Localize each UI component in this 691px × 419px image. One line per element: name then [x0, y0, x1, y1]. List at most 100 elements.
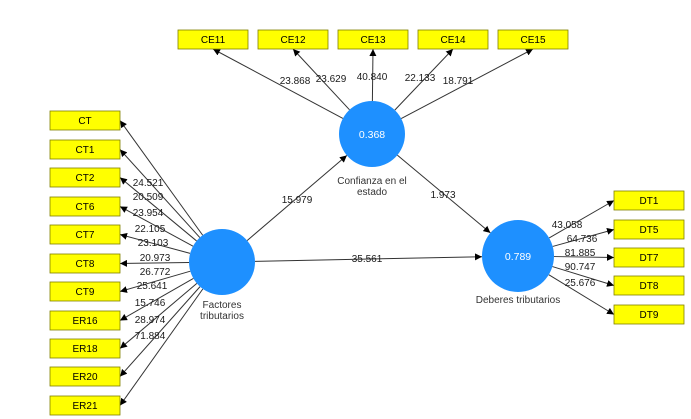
indicator-er18[interactable]: ER18 — [49, 338, 121, 359]
indicator-label: CT2 — [76, 173, 95, 184]
indicator-box[interactable] — [49, 167, 121, 188]
latent-variable-label: Deberes tributarios — [476, 295, 560, 306]
loading-coefficient-ce11: 23.868 — [280, 76, 311, 87]
latent-variable-circle[interactable] — [189, 229, 255, 295]
loading-coefficient-ct2: 23.954 — [133, 208, 164, 219]
loading-coefficient-er18: 15.746 — [135, 298, 166, 309]
indicator-er16[interactable]: ER16 — [49, 310, 121, 331]
latent-variable-deb[interactable]: 0.789 — [482, 220, 554, 292]
indicator-box[interactable] — [49, 310, 121, 331]
indicator-label: CE12 — [280, 35, 305, 46]
loading-arrow-er18 — [119, 282, 198, 349]
indicator-ce11[interactable]: CE11 — [177, 29, 249, 50]
loading-arrow-dt8 — [552, 266, 615, 287]
indicator-label: ER16 — [72, 316, 97, 327]
indicator-box[interactable] — [49, 395, 121, 416]
loading-coefficient-er20: 28.974 — [135, 315, 166, 326]
indicator-ce12[interactable]: CE12 — [257, 29, 329, 50]
indicator-dt7[interactable]: DT7 — [613, 247, 685, 268]
indicator-box[interactable] — [613, 190, 685, 211]
loading-coefficient-dt5: 64.736 — [567, 234, 598, 245]
indicator-dt9[interactable]: DT9 — [613, 304, 685, 325]
indicator-box[interactable] — [337, 29, 409, 50]
loading-arrow-dt1 — [548, 200, 615, 239]
loading-arrow-ct9 — [119, 270, 191, 293]
indicator-label: CT — [78, 116, 91, 127]
indicator-label: DT8 — [640, 281, 659, 292]
indicator-label: CT8 — [76, 259, 95, 270]
loading-arrow-ce14 — [394, 48, 454, 111]
latent-variable-label: Factores — [203, 300, 242, 311]
indicator-label: CT6 — [76, 202, 95, 213]
indicator-box[interactable] — [49, 338, 121, 359]
indicator-er20[interactable]: ER20 — [49, 366, 121, 387]
indicator-box[interactable] — [49, 139, 121, 160]
indicator-ct6[interactable]: CT6 — [49, 196, 121, 217]
loading-arrow-ct6 — [119, 206, 194, 247]
latent-variable-con[interactable]: 0.368 — [339, 101, 405, 167]
loading-arrow-er21 — [119, 288, 204, 406]
loading-coefficient-er16: 25.641 — [137, 281, 168, 292]
indicator-ce14[interactable]: CE14 — [417, 29, 489, 50]
loading-coefficient-ct7: 23.103 — [138, 238, 169, 249]
loading-coefficient-dt1: 43.058 — [552, 220, 583, 231]
loading-coefficient-ce13: 40.840 — [357, 72, 388, 83]
indicator-box[interactable] — [257, 29, 329, 50]
indicator-ct9[interactable]: CT9 — [49, 281, 121, 302]
indicator-dt8[interactable]: DT8 — [613, 275, 685, 296]
indicator-box[interactable] — [417, 29, 489, 50]
indicator-box[interactable] — [177, 29, 249, 50]
path-coefficient-fac-con: 15.979 — [282, 195, 313, 206]
latent-variable-label: estado — [357, 187, 387, 198]
loading-coefficient-ct8: 20.973 — [140, 253, 171, 264]
indicator-label: DT1 — [640, 196, 659, 207]
loading-arrow-er16 — [119, 277, 194, 321]
indicator-box[interactable] — [49, 366, 121, 387]
indicator-ct8[interactable]: CT8 — [49, 253, 121, 274]
indicator-box[interactable] — [613, 275, 685, 296]
indicator-label: ER20 — [72, 372, 97, 383]
indicator-ce13[interactable]: CE13 — [337, 29, 409, 50]
loading-arrow-ct8 — [119, 259, 190, 267]
r-squared-value: 0.368 — [359, 129, 385, 141]
indicator-dt1[interactable]: DT1 — [613, 190, 685, 211]
latent-variable-circle[interactable] — [482, 220, 554, 292]
indicator-er21[interactable]: ER21 — [49, 395, 121, 416]
loading-arrow-ce13 — [369, 48, 377, 102]
latent-variable-fac[interactable] — [189, 229, 255, 295]
indicator-box[interactable] — [49, 196, 121, 217]
indicator-box[interactable] — [613, 304, 685, 325]
path-arrow-fac-deb — [254, 253, 483, 262]
latent-variable-circle[interactable] — [339, 101, 405, 167]
r-squared-value: 0.789 — [505, 251, 531, 263]
loading-coefficient-dt9: 25.676 — [565, 278, 596, 289]
indicator-ct2[interactable]: CT2 — [49, 167, 121, 188]
latent-variable-label: Confianza en el — [337, 176, 407, 187]
indicator-label: DT7 — [640, 253, 659, 264]
loading-arrow-ct7 — [119, 232, 191, 254]
indicator-label: CT9 — [76, 287, 95, 298]
loading-arrow-ce15 — [400, 48, 534, 120]
indicator-box[interactable] — [49, 253, 121, 274]
indicator-label: DT5 — [640, 225, 659, 236]
indicator-ce15[interactable]: CE15 — [497, 29, 569, 50]
loading-coefficient-er21: 71.884 — [135, 331, 166, 342]
indicator-dt5[interactable]: DT5 — [613, 219, 685, 240]
indicator-label: DT9 — [640, 310, 659, 321]
loading-coefficient-ce12: 23.629 — [316, 74, 347, 85]
indicator-box[interactable] — [49, 110, 121, 131]
loading-coefficient-ce14: 22.133 — [405, 73, 436, 84]
latent-variable-label: tributarios — [200, 311, 244, 322]
indicator-box[interactable] — [613, 219, 685, 240]
loading-arrow-ce12 — [292, 48, 350, 111]
indicator-label: CT1 — [76, 145, 95, 156]
indicator-ct1[interactable]: CT1 — [49, 139, 121, 160]
indicator-box[interactable] — [613, 247, 685, 268]
indicator-ct[interactable]: CT — [49, 110, 121, 131]
indicator-box[interactable] — [49, 224, 121, 245]
indicator-box[interactable] — [49, 281, 121, 302]
indicator-ct7[interactable]: CT7 — [49, 224, 121, 245]
indicator-box[interactable] — [497, 29, 569, 50]
path-arrow-con-deb — [397, 154, 491, 234]
indicator-label: ER21 — [72, 401, 97, 412]
